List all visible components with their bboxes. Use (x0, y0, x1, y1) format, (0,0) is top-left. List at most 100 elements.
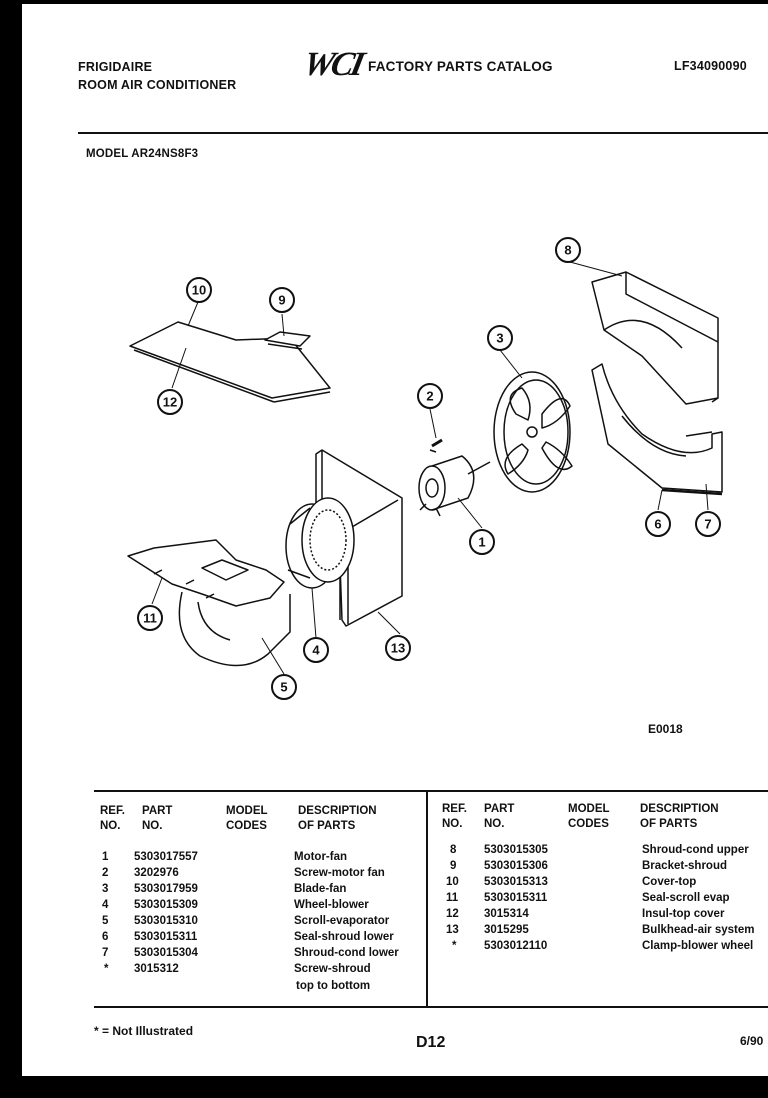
svg-text:11: 11 (143, 611, 157, 626)
catalog-title: FACTORY PARTS CATALOG (368, 59, 553, 74)
left-header-model: MODEL CODES (226, 805, 268, 832)
catalog-date: 6/90 (740, 1034, 764, 1048)
left-row-ref: 5 (102, 915, 109, 927)
right-row-ref: 8 (450, 844, 457, 856)
right-row-part: 3015295 (484, 924, 529, 936)
left-row-part: 5303017557 (134, 851, 198, 863)
callout-group: 1 2 3 4 5 6 7 8 9 10 11 12 13 (137, 237, 721, 700)
left-header-ref: REF. NO. (100, 805, 125, 832)
right-row-ref: 13 (446, 924, 459, 936)
not-illustrated-note: * = Not Illustrated (94, 1024, 194, 1038)
callout-9: 9 (269, 287, 295, 313)
right-row-ref: 12 (446, 908, 459, 920)
right-header-part: PART NO. (484, 803, 515, 830)
right-row-desc: Seal-scroll evap (642, 892, 730, 904)
scroll-evaporator-part (127, 539, 291, 667)
left-row-part: 3202976 (134, 867, 179, 879)
right-header-desc: DESCRIPTION OF PARTS (640, 803, 719, 830)
left-row-desc: Motor-fan (294, 851, 348, 863)
right-row-ref: * (452, 940, 457, 952)
callout-11: 11 (137, 605, 163, 631)
left-row-desc: Blade-fan (294, 883, 347, 895)
right-row-desc: Shroud-cond upper (642, 844, 749, 856)
right-header-ref: REF. NO. (442, 803, 467, 830)
left-row-desc: Wheel-blower (294, 899, 369, 911)
wheel-blower-part (285, 497, 355, 589)
right-row-desc: Clamp-blower wheel (642, 940, 754, 952)
left-row-ref: 2 (102, 867, 109, 879)
left-header-part: PART NO. (142, 805, 173, 832)
callout-5: 5 (271, 674, 297, 700)
left-row-desc: Screw-motor fan (294, 867, 385, 879)
svg-text:5: 5 (280, 680, 287, 695)
left-row-part: 5303015309 (134, 899, 198, 911)
right-row-part: 5303015311 (484, 892, 548, 904)
screw-motor-part (429, 438, 443, 453)
left-row-part: 3015312 (134, 963, 179, 975)
callout-12: 12 (157, 389, 183, 415)
left-row-desc: Screw-shroud (294, 963, 371, 975)
shroud-cond-lower-part (591, 363, 723, 496)
left-row-desc-continued: top to bottom (296, 980, 371, 992)
svg-text:8: 8 (564, 243, 571, 258)
svg-text:1: 1 (478, 535, 485, 550)
catalog-code: LF34090090 (674, 59, 747, 73)
right-row-desc: Bulkhead-air system (642, 924, 755, 936)
svg-text:6: 6 (654, 517, 661, 532)
svg-text:12: 12 (163, 395, 177, 410)
callout-3: 3 (487, 325, 513, 351)
right-row-desc: Cover-top (642, 876, 697, 888)
svg-text:9: 9 (278, 293, 285, 308)
left-row-ref: 1 (102, 851, 109, 863)
left-row-part: 5303015311 (134, 931, 198, 943)
svg-text:10: 10 (192, 283, 206, 298)
left-row-ref: * (104, 963, 109, 975)
right-header-model: MODEL CODES (568, 803, 610, 830)
brand-name: FRIGIDAIRE (78, 60, 153, 74)
bracket-shroud-part (264, 331, 311, 350)
svg-text:4: 4 (312, 643, 320, 658)
table-bottom-rule (94, 1006, 768, 1008)
left-row-ref: 6 (102, 931, 109, 943)
left-row-ref: 7 (102, 947, 109, 959)
right-row-part: 3015314 (484, 908, 529, 920)
callout-7: 7 (695, 511, 721, 537)
right-row-part: 5303015313 (484, 876, 548, 888)
right-row-desc: Insul-top cover (642, 908, 725, 920)
callout-1: 1 (469, 529, 495, 555)
callout-2: 2 (417, 383, 443, 409)
right-row-ref: 11 (446, 892, 459, 904)
left-row-desc: Shroud-cond lower (294, 947, 399, 959)
right-row-ref: 9 (450, 860, 457, 872)
left-row-desc: Scroll-evaporator (294, 915, 390, 927)
left-row-ref: 4 (102, 899, 109, 911)
page-number: D12 (416, 1034, 446, 1051)
left-header-desc: DESCRIPTION OF PARTS (298, 805, 377, 832)
callout-8: 8 (555, 237, 581, 263)
right-row-ref: 10 (446, 876, 459, 888)
svg-text:7: 7 (704, 517, 711, 532)
model-label: MODEL AR24NS8F3 (86, 148, 199, 160)
callout-4: 4 (303, 637, 329, 663)
table-top-rule (94, 790, 768, 792)
left-row-part: 5303015304 (134, 947, 198, 959)
svg-text:13: 13 (391, 641, 405, 656)
leader-lines (151, 261, 709, 675)
right-row-part: 5303012110 (484, 940, 548, 952)
right-row-part: 5303015305 (484, 844, 548, 856)
svg-text:3: 3 (496, 331, 503, 346)
figure-code: E0018 (648, 722, 683, 736)
motor-fan-part (418, 455, 491, 517)
left-row-ref: 3 (102, 883, 109, 895)
left-row-part: 5303015310 (134, 915, 198, 927)
callout-6: 6 (645, 511, 671, 537)
callout-13: 13 (385, 635, 411, 661)
svg-text:2: 2 (426, 389, 433, 404)
blade-fan-part (493, 371, 573, 493)
shroud-cond-upper-part (591, 271, 719, 405)
exploded-parts-diagram: 1 2 3 4 5 6 7 8 9 10 11 12 13 (127, 237, 723, 700)
product-name: ROOM AIR CONDITIONER (78, 78, 237, 92)
right-row-desc: Bracket-shroud (642, 860, 727, 872)
right-row-part: 5303015306 (484, 860, 548, 872)
table-divider (426, 792, 428, 1006)
